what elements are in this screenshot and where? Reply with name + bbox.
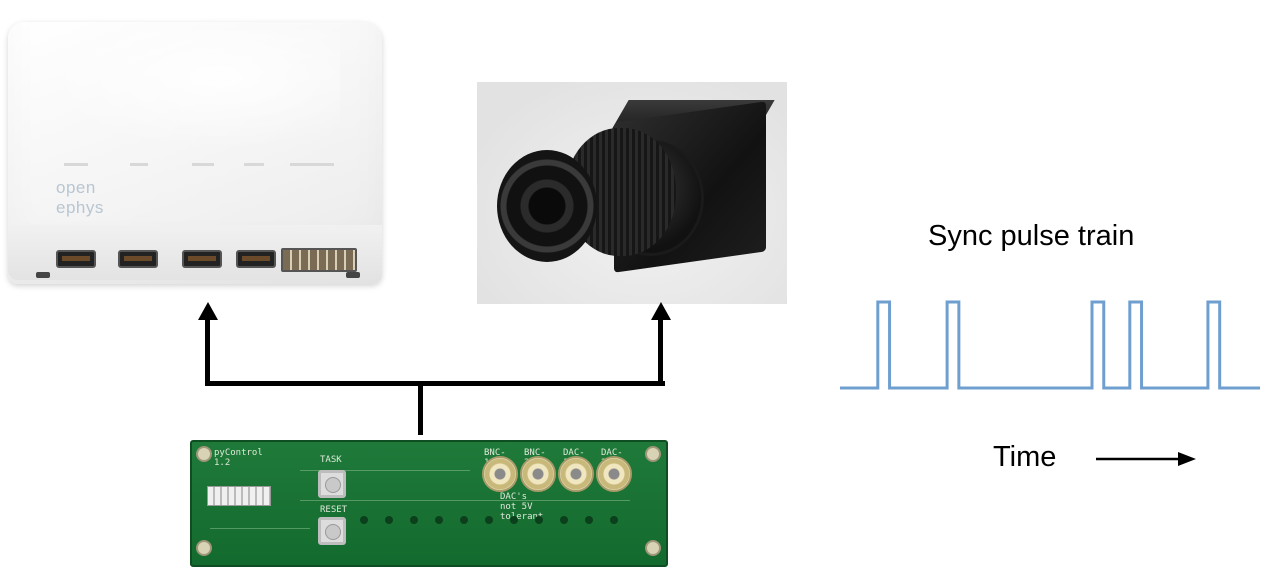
arrow-up-to-acquisition-box [197, 302, 218, 320]
task-button [318, 470, 346, 498]
pcb-pad [460, 516, 468, 524]
left-arrow-shaft [205, 318, 210, 386]
pcb-pad [610, 516, 618, 524]
pcb-pad [385, 516, 393, 524]
pcb-pad [435, 516, 443, 524]
pcb-trace [300, 500, 630, 501]
time-arrow-head [1178, 452, 1196, 466]
pcb-pad [510, 516, 518, 524]
dac-warning-label: DAC's not 5V tolerant [500, 492, 544, 522]
pcb-trace [300, 470, 470, 471]
port-label-mark [64, 163, 88, 166]
reset-button [318, 517, 346, 545]
pcb-pad [585, 516, 593, 524]
box-foot [346, 272, 360, 278]
bnc-connector [596, 456, 632, 492]
pulse-train-line [840, 300, 1260, 390]
mounting-hole [196, 540, 212, 556]
port-label-mark [130, 163, 148, 166]
bnc-connector [482, 456, 518, 492]
port-label-mark [192, 163, 214, 166]
hdmi-port [56, 250, 96, 268]
arrow-up-to-camera [650, 302, 671, 320]
pcb-pad [535, 516, 543, 524]
reset-button-label: RESET [320, 505, 348, 515]
led-bar-display [207, 486, 271, 506]
pcb-pad [485, 516, 493, 524]
lens-front-element [497, 150, 597, 262]
sync-pulse-train-title: Sync pulse train [928, 220, 1135, 252]
time-arrow-icon [1096, 452, 1196, 466]
mounting-hole [645, 540, 661, 556]
bnc-connector [558, 456, 594, 492]
digital-io-connector [281, 248, 357, 272]
right-arrow-shaft [658, 318, 663, 386]
hdmi-port [118, 250, 158, 268]
pcb-pad [410, 516, 418, 524]
bnc-connector [520, 456, 556, 492]
hdmi-port [182, 250, 222, 268]
sync-pulse-train-chart [840, 300, 1260, 390]
board-label: pyControl 1.2 [214, 448, 263, 468]
board-stem-line [418, 383, 423, 435]
box-foot [36, 272, 50, 278]
time-axis-label: Time [993, 441, 1057, 473]
pcb-trace [210, 528, 310, 529]
open-ephys-logo: open ephys [56, 178, 104, 217]
pcb-pad [360, 516, 368, 524]
mounting-hole [196, 446, 212, 462]
horizontal-bus-line [205, 381, 665, 386]
task-button-label: TASK [320, 455, 342, 465]
hdmi-port [236, 250, 276, 268]
port-label-mark [244, 163, 264, 166]
port-label-mark [290, 163, 334, 166]
mounting-hole [645, 446, 661, 462]
pcb-pad [560, 516, 568, 524]
acquisition-box-highlight [40, 30, 340, 150]
